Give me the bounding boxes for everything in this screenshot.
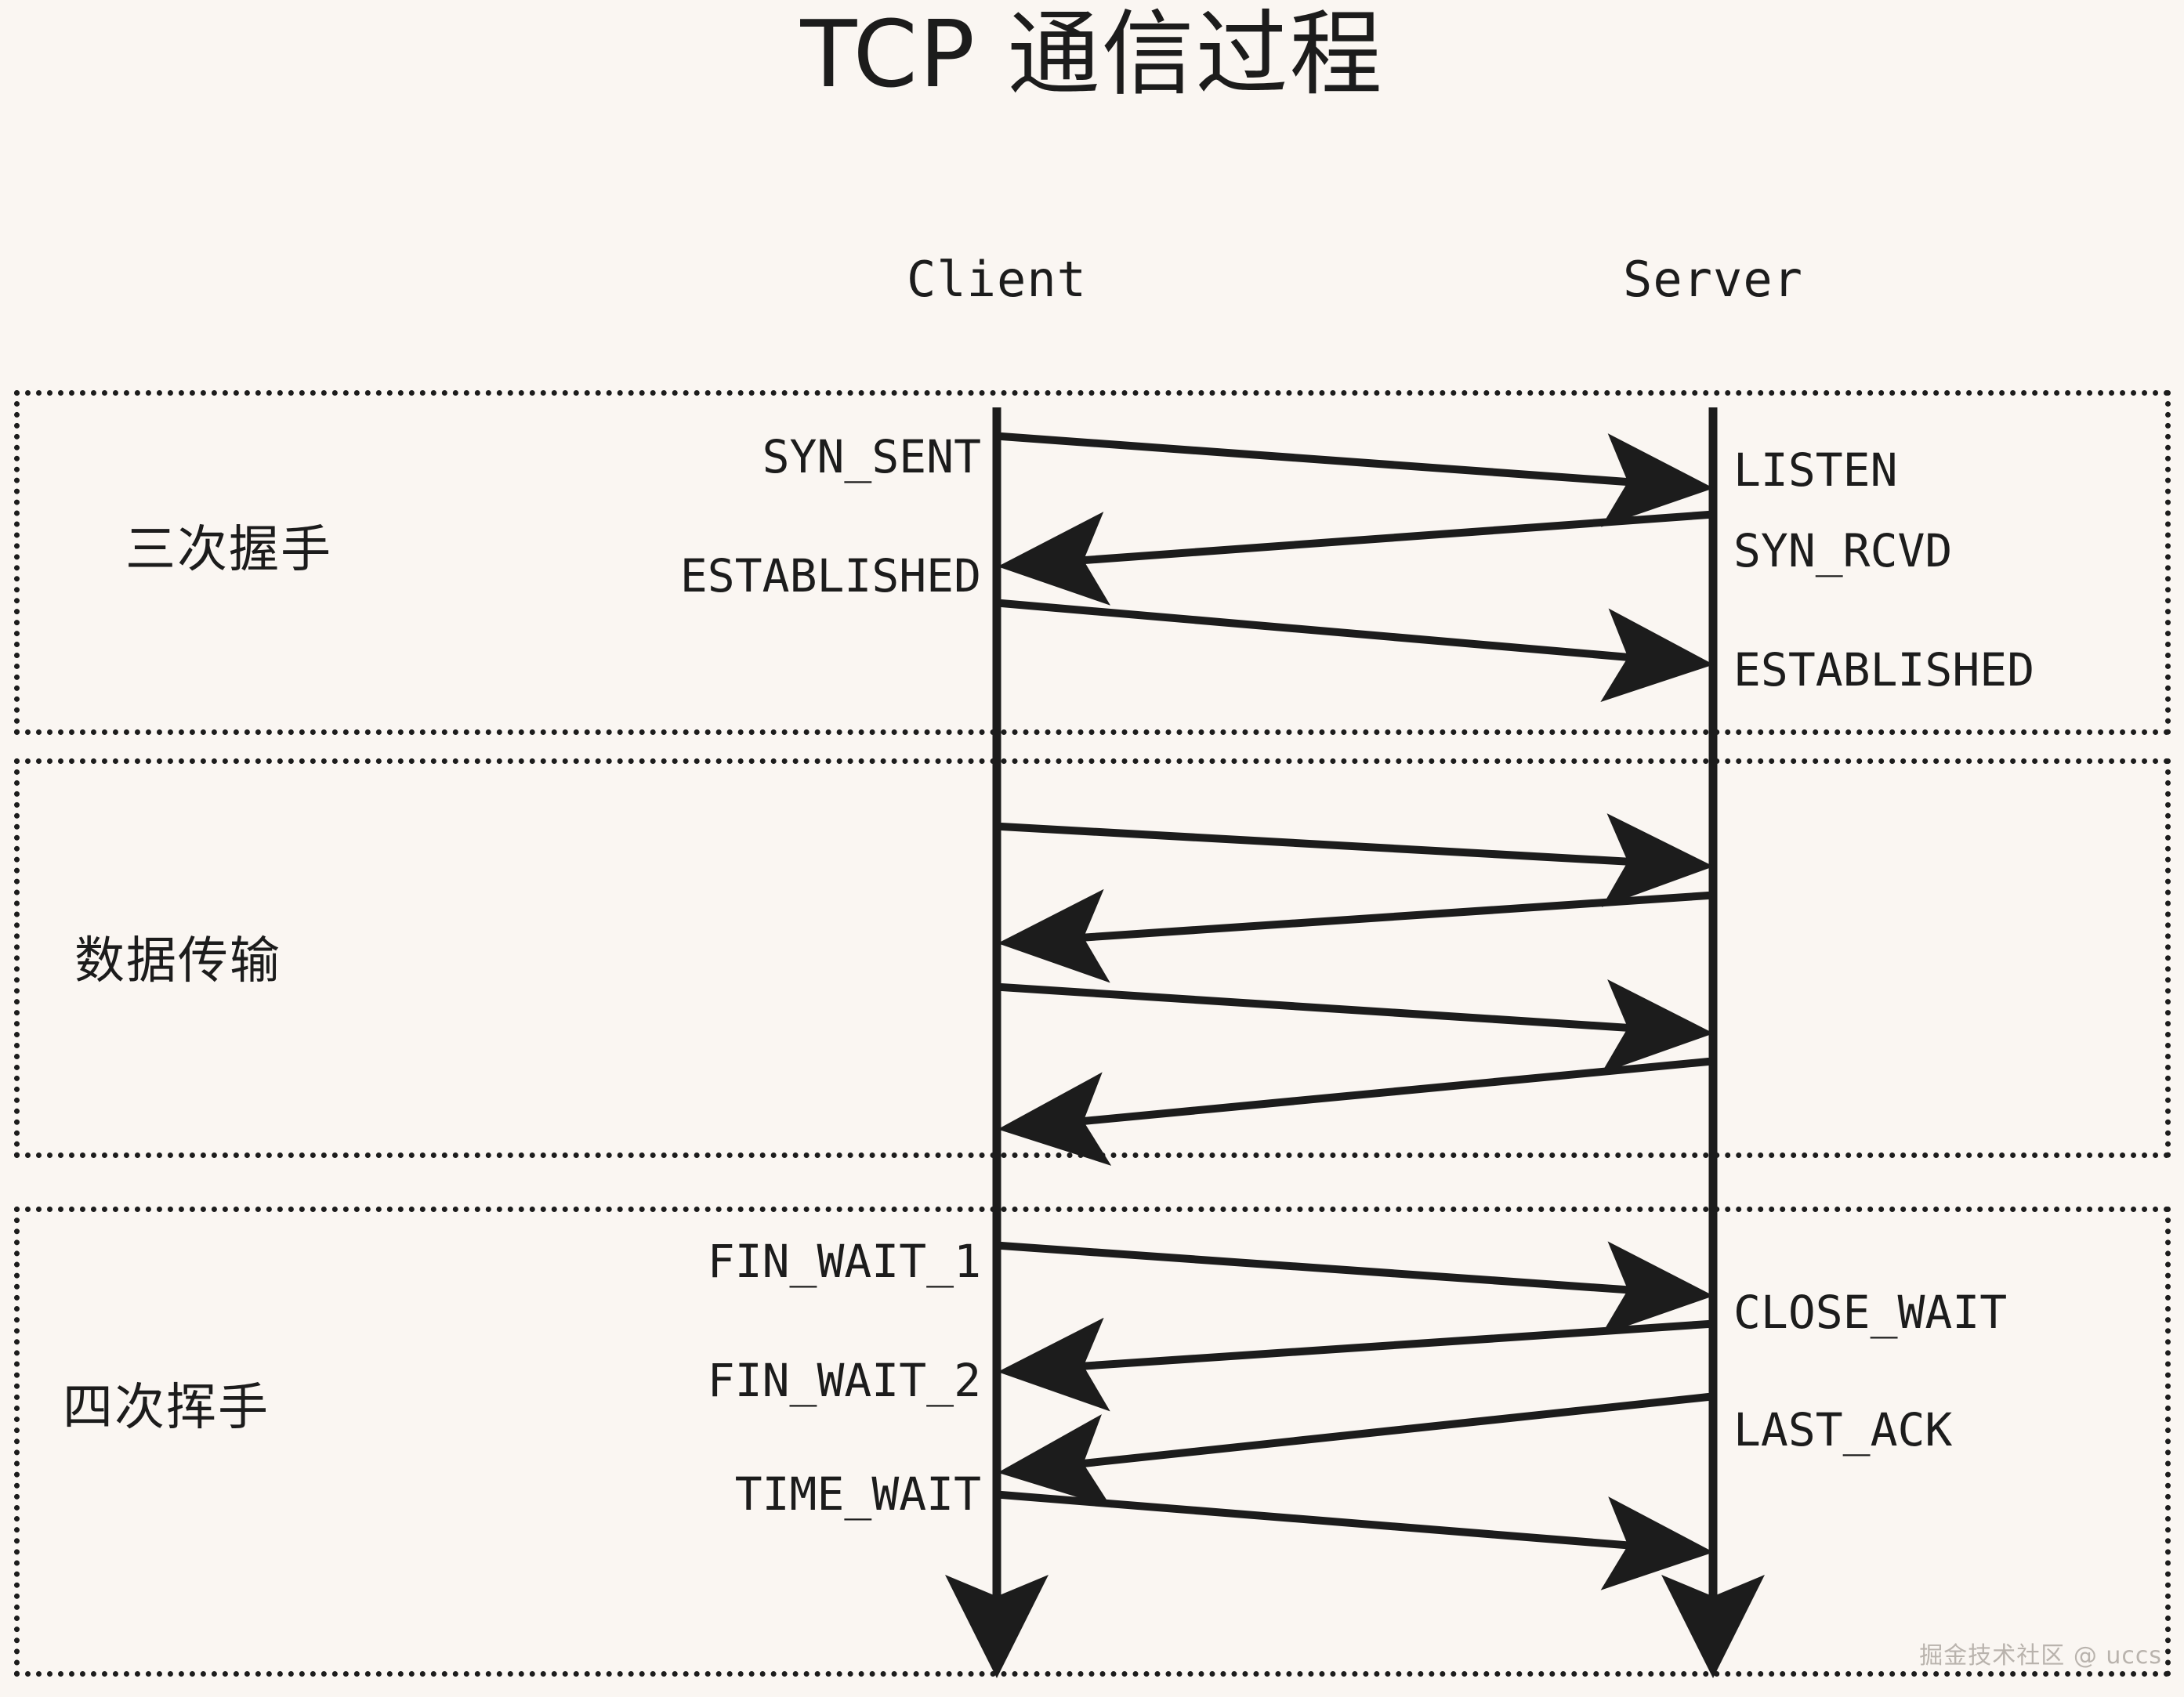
section-label-transfer: 数据传输 <box>74 932 281 990</box>
page-title: TCP 通信过程 <box>800 0 1384 108</box>
state-label-syn-sent: SYN_SENT <box>762 430 981 483</box>
state-label-fin-wait-2: FIN_WAIT_2 <box>707 1354 981 1407</box>
state-label-fin-wait-1: FIN_WAIT_1 <box>707 1235 981 1288</box>
state-label-close-wait: CLOSE_WAIT <box>1733 1286 2008 1339</box>
column-header-server: Server <box>1623 251 1803 308</box>
section-label-teardown: 四次挥手 <box>63 1379 270 1437</box>
watermark: 掘金技术社区 @ uccs <box>1919 1642 2162 1670</box>
state-label-listen: LISTEN <box>1733 443 1898 497</box>
state-label-established-client: ESTABLISHED <box>679 549 981 602</box>
section-label-handshake: 三次握手 <box>125 521 332 579</box>
section-box-transfer <box>14 758 2171 1158</box>
section-box-teardown <box>14 1207 2171 1677</box>
state-label-syn-rcvd: SYN_RCVD <box>1733 524 1953 577</box>
column-header-client: Client <box>907 251 1087 308</box>
state-label-established-server: ESTABLISHED <box>1733 643 2035 697</box>
state-label-last-ack: LAST_ACK <box>1733 1403 1953 1456</box>
state-label-time-wait: TIME_WAIT <box>734 1467 981 1521</box>
section-box-handshake <box>14 390 2171 735</box>
